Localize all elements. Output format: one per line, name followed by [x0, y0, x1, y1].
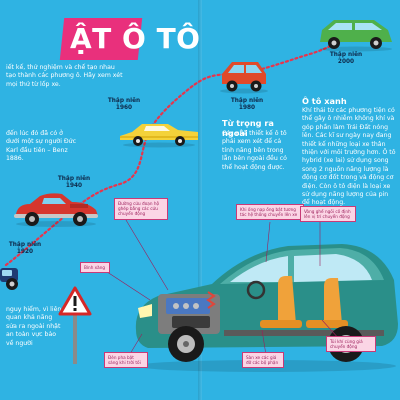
section-green-text: Khí thải từ các phương tiện có thể gây ô… — [302, 107, 396, 207]
hatchback-car-icon — [220, 62, 268, 94]
section-weight-heading: Từ trọng ra ngoài — [222, 118, 274, 138]
safety-text: nguy hiểm, vì liên quan khả năng sửa ra … — [6, 306, 62, 347]
suv-car-icon — [320, 20, 392, 52]
cadillac-car-icon — [120, 124, 198, 148]
section-weight-text: Các nhà thiết kế ô tô phải xem xét để cả… — [222, 130, 287, 171]
decade-1980: Thập niên 1980 — [230, 98, 264, 111]
callout-floor: Sàn xe các giá đỡ các bộ phận — [242, 352, 284, 369]
page-title: ẬT Ô TÔ — [70, 22, 201, 55]
callout-headlight: Đèn pha bật sáng khi trời tối — [104, 352, 148, 369]
callout-seat: Vòng ghế ngồi cố định lên vị trí chuyển … — [300, 206, 356, 223]
decade-1940: Thập niên 1940 — [57, 176, 91, 189]
callout-brake: Đường cứu đoạn hộ ghép bằng các cứu chuy… — [114, 198, 168, 220]
section-green-heading: Ô tô xanh — [302, 96, 347, 106]
decade-1920: Thập niên 1920 — [8, 242, 42, 255]
vintage-car-icon — [0, 268, 18, 290]
warning-sign-icon — [58, 286, 92, 364]
callout-airbag: Túi khí cùng giá chuyển động — [326, 336, 376, 353]
callout-fuel-tank: Bình xăng — [80, 262, 110, 274]
intro-text: iết kế, thử nghiệm và chế tạo nhau tạo t… — [6, 64, 123, 88]
decade-2000: Thập niên 2000 — [329, 52, 363, 65]
history-text: đến lúc đó đã có ở dưới một sự người Đức… — [6, 130, 76, 163]
classic-car-icon — [14, 193, 98, 227]
decade-1960: Thập niên 1960 — [107, 98, 141, 111]
callout-exhaust: Khi ống nạp ống bật tương tác hệ thống c… — [236, 204, 304, 221]
